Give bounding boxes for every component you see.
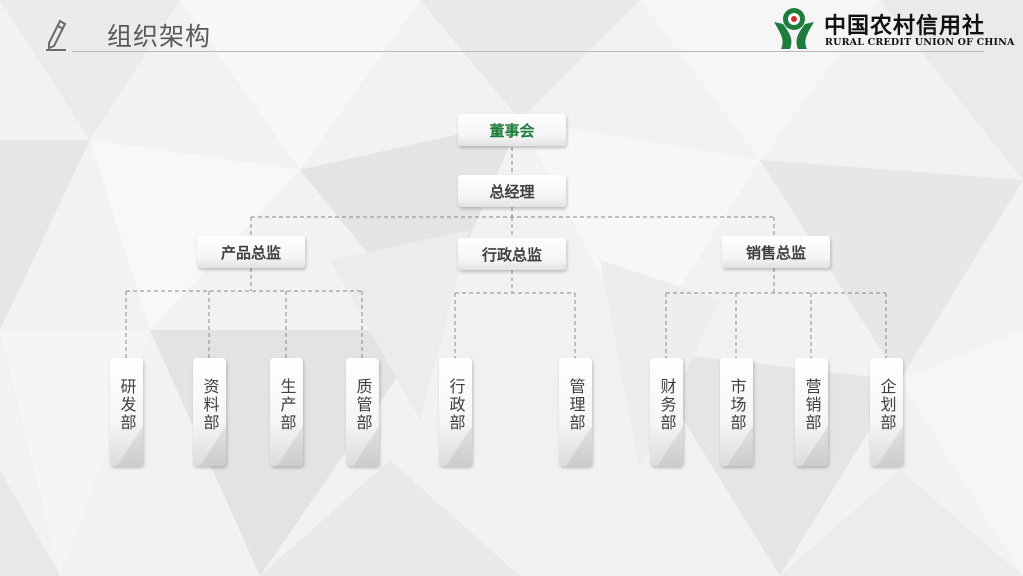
node-general-manager: 总经理	[458, 175, 566, 207]
page-title: 组织架构	[107, 22, 212, 51]
dept-finance: 财务部	[650, 358, 683, 466]
brand-name-cn: 中国农村信用社	[824, 13, 986, 39]
header-divider	[72, 51, 984, 52]
node-board: 董事会	[458, 114, 566, 146]
dept-planning: 企划部	[870, 358, 903, 466]
credit-union-logo	[774, 8, 814, 49]
dept-quality: 质管部	[346, 358, 379, 466]
dept-label: 研发部	[117, 378, 137, 432]
dept-market: 市场部	[720, 358, 753, 466]
dept-data: 资料部	[193, 358, 226, 466]
dept-administration: 行政部	[439, 358, 472, 466]
dept-label: 营销部	[802, 378, 822, 432]
node-sales-director: 销售总监	[722, 236, 830, 268]
dept-label: 质管部	[353, 378, 373, 432]
dept-production: 生产部	[270, 358, 303, 466]
dept-label: 资料部	[200, 378, 220, 432]
node-admin-director: 行政总监	[458, 238, 566, 270]
dept-label: 市场部	[727, 378, 747, 432]
dept-label: 企划部	[877, 378, 897, 432]
dept-label: 管理部	[566, 378, 586, 432]
pencil-icon	[46, 19, 67, 51]
dept-label: 行政部	[446, 378, 466, 432]
brand-name-en: RURAL CREDIT UNION OF CHINA	[825, 37, 1015, 48]
dept-marketing: 营销部	[795, 358, 828, 466]
dept-label: 财务部	[657, 378, 677, 432]
dept-rnd: 研发部	[110, 358, 143, 466]
node-product-director: 产品总监	[197, 236, 305, 268]
dept-management: 管理部	[559, 358, 592, 466]
brand-logo: 中国农村信用社 RURAL CREDIT UNION OF CHINA	[771, 6, 1014, 52]
dept-label: 生产部	[277, 378, 297, 432]
